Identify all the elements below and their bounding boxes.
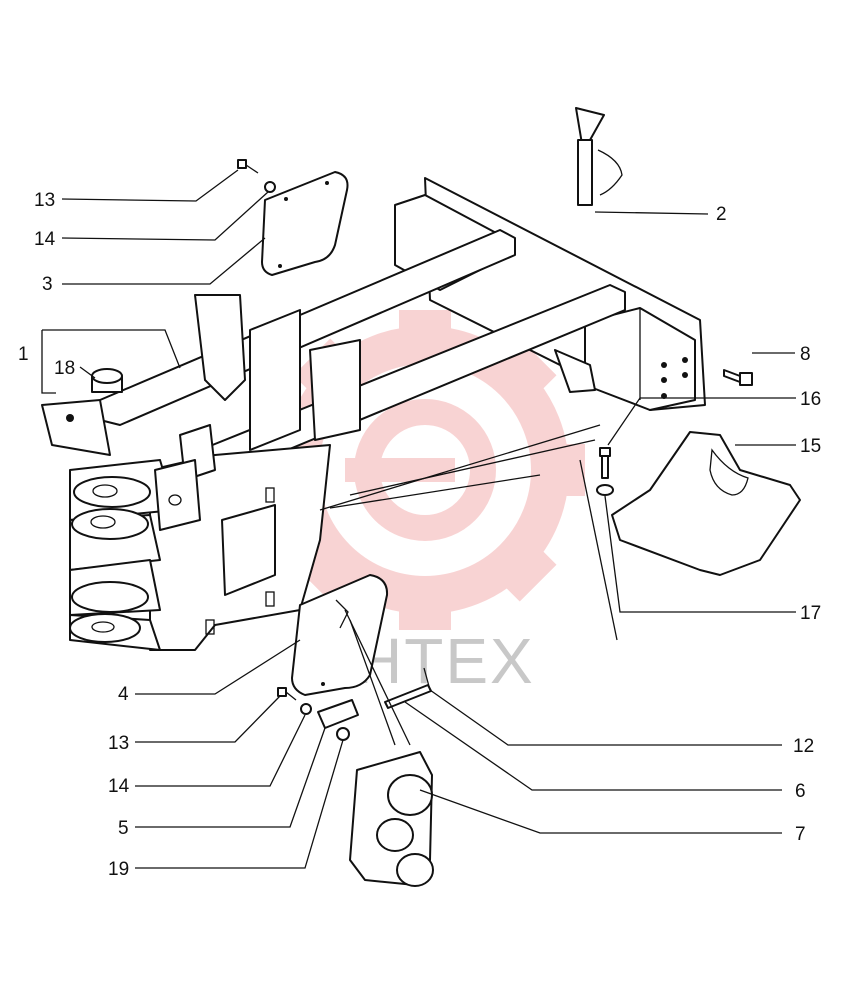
callout-2: 2: [716, 204, 727, 225]
callout-13-bottom: 13: [108, 733, 129, 754]
leader-lines-frame: [319, 424, 618, 746]
washer-14-bottom: [300, 703, 312, 715]
clamp-5: [317, 699, 359, 729]
callout-17: 17: [800, 603, 821, 624]
loader-frame: [41, 177, 706, 651]
callout-6: 6: [795, 781, 806, 802]
bolt-13-top: [237, 159, 259, 174]
callout-4: 4: [118, 684, 129, 705]
bolt-8: [723, 369, 753, 386]
bolt-13-bottom: [277, 687, 297, 701]
cover-plate-lower: [291, 574, 389, 696]
callout-12: 12: [793, 736, 814, 757]
washer-17: [596, 484, 614, 496]
callout-8: 8: [800, 344, 811, 365]
callout-19: 19: [108, 859, 129, 880]
callout-5: 5: [118, 818, 129, 839]
callout-labels: 13 14 3 1 18 2 8 16 15 17 4 13 14 5 19 1…: [18, 190, 821, 880]
washer-14-top: [264, 181, 276, 193]
cover-plate-top: [261, 171, 349, 276]
nut-19: [336, 727, 350, 741]
pin-2: [575, 107, 623, 206]
callout-13-top: 13: [34, 190, 55, 211]
callout-3: 3: [42, 274, 53, 295]
callout-14-top: 14: [34, 229, 56, 250]
callout-7: 7: [795, 824, 806, 845]
callout-leaders: [41, 169, 796, 869]
socket-box-7: [349, 751, 434, 887]
callout-18: 18: [54, 358, 75, 379]
bolt-16: [599, 447, 611, 479]
callout-15: 15: [800, 436, 821, 457]
callout-1: 1: [18, 344, 29, 365]
shield-15: [611, 431, 801, 576]
callout-14-bottom: 14: [108, 776, 130, 797]
bushing-18: [91, 368, 123, 393]
callout-16: 16: [800, 389, 821, 410]
